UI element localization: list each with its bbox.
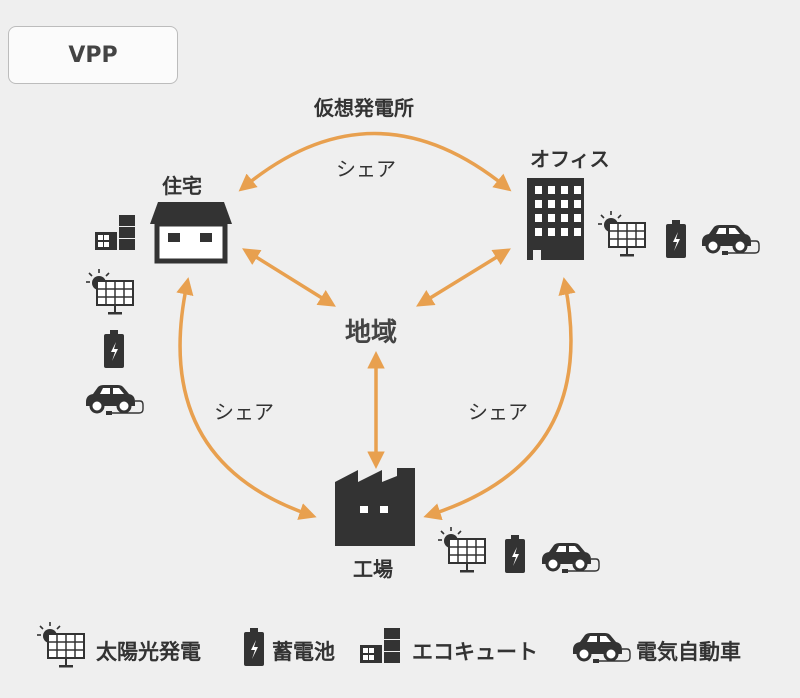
office-battery-icon bbox=[666, 220, 686, 258]
vpp-badge: VPP bbox=[8, 26, 178, 84]
factory-icon bbox=[335, 468, 415, 546]
arrow-office-region bbox=[416, 248, 511, 307]
house-icon bbox=[150, 202, 232, 264]
house-ecocute-icon bbox=[95, 215, 135, 250]
arrow-office-factory bbox=[423, 277, 576, 521]
office-solar-icon bbox=[597, 210, 646, 258]
legend-ecocute-label: エコキュート bbox=[412, 640, 538, 664]
label-share-left: シェア bbox=[214, 400, 274, 424]
factory-battery-icon bbox=[505, 535, 525, 573]
legend-ecocute-icon bbox=[360, 628, 400, 663]
house-battery-icon bbox=[104, 330, 124, 368]
house-ev-icon bbox=[84, 383, 145, 417]
legend-ev-label: 電気自動車 bbox=[636, 640, 741, 664]
legend-ev-icon bbox=[571, 631, 632, 665]
label-house: 住宅 bbox=[162, 174, 202, 198]
factory-ev-icon bbox=[540, 541, 601, 575]
legend-solar-label: 太陽光発電 bbox=[96, 640, 201, 664]
office-ev-icon bbox=[700, 223, 761, 257]
legend-battery-icon bbox=[244, 628, 264, 666]
legend-battery-label: 蓄電池 bbox=[272, 640, 335, 664]
label-share-top: シェア bbox=[336, 157, 396, 181]
label-share-right: シェア bbox=[468, 400, 528, 424]
office-icon bbox=[527, 178, 584, 260]
arrow-house-office bbox=[238, 131, 512, 192]
vpp-title: VPP bbox=[68, 42, 118, 68]
arrow-house-factory bbox=[176, 277, 317, 520]
label-office: オフィス bbox=[530, 147, 610, 171]
house-solar-icon bbox=[85, 268, 134, 316]
legend-solar-icon bbox=[36, 621, 85, 669]
label-region: 地域 bbox=[345, 318, 398, 348]
label-virtual-power-plant: 仮想発電所 bbox=[314, 96, 414, 120]
label-factory: 工場 bbox=[353, 557, 393, 581]
arrow-house-region bbox=[242, 248, 336, 307]
factory-solar-icon bbox=[437, 526, 486, 574]
